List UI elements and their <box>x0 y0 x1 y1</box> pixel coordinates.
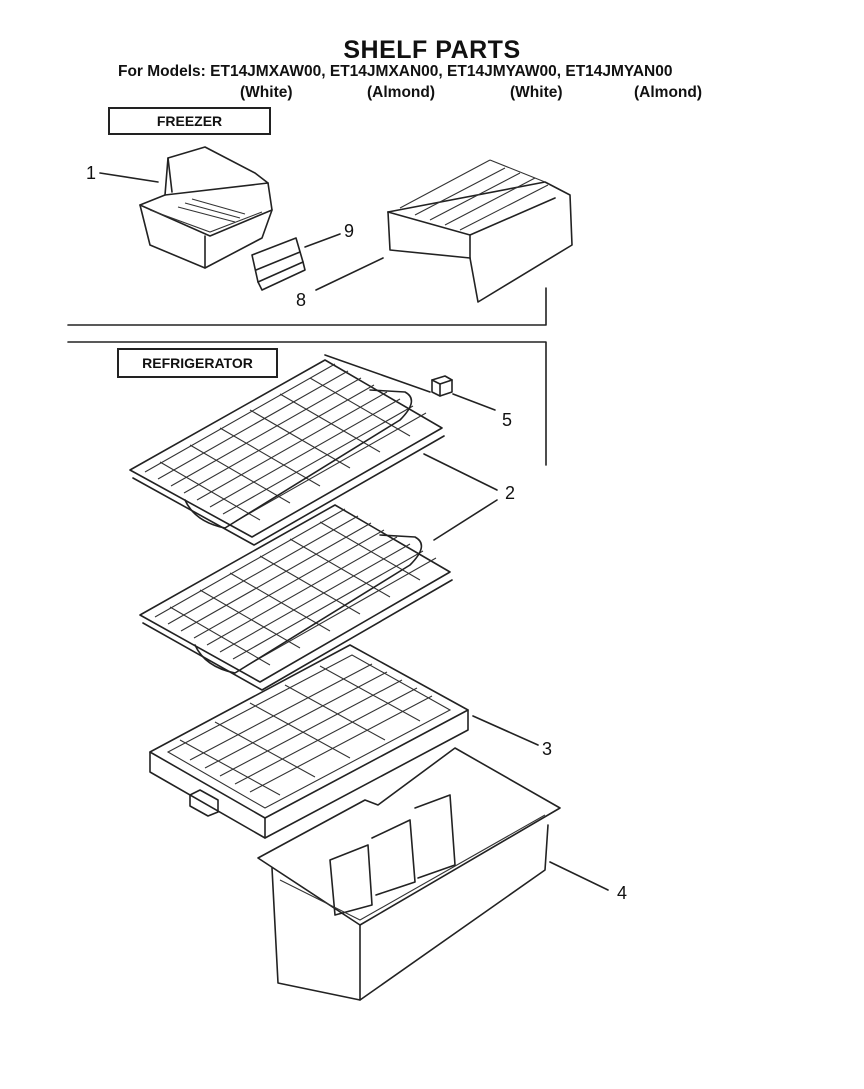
models-line: For Models: ET14JMXAW00, ET14JMXAN00, ET… <box>118 63 673 80</box>
part-1-freezer-basket <box>139 146 273 269</box>
part-5-bracket <box>431 375 453 397</box>
callout-1: 1 <box>86 163 97 183</box>
freezer-section-label: FREEZER <box>108 107 271 135</box>
section-divider-lines <box>67 287 547 466</box>
part-8-freezer-shelf <box>387 159 573 303</box>
callout-9: 9 <box>344 221 355 241</box>
part-3-crisper-cover <box>149 644 469 839</box>
callout-5: 5 <box>502 410 513 430</box>
page-title: SHELF PARTS <box>343 36 521 64</box>
color-label-1: (White) <box>240 84 293 101</box>
color-label-4: (Almond) <box>634 84 703 101</box>
callout-2: 2 <box>505 483 516 503</box>
callout-leaders <box>99 172 609 891</box>
color-label-2: (Almond) <box>367 84 436 101</box>
color-label-3: (White) <box>510 84 563 101</box>
refrigerator-section-label: REFRIGERATOR <box>117 348 278 378</box>
part-2-upper-wire-shelf <box>129 354 445 546</box>
part-9-clip <box>251 237 306 291</box>
callout-8: 8 <box>296 290 307 310</box>
part-4-crisper-drawer <box>257 747 561 1001</box>
callout-4: 4 <box>617 883 628 903</box>
callout-3: 3 <box>542 739 553 759</box>
part-2-lower-wire-shelf <box>139 504 453 691</box>
